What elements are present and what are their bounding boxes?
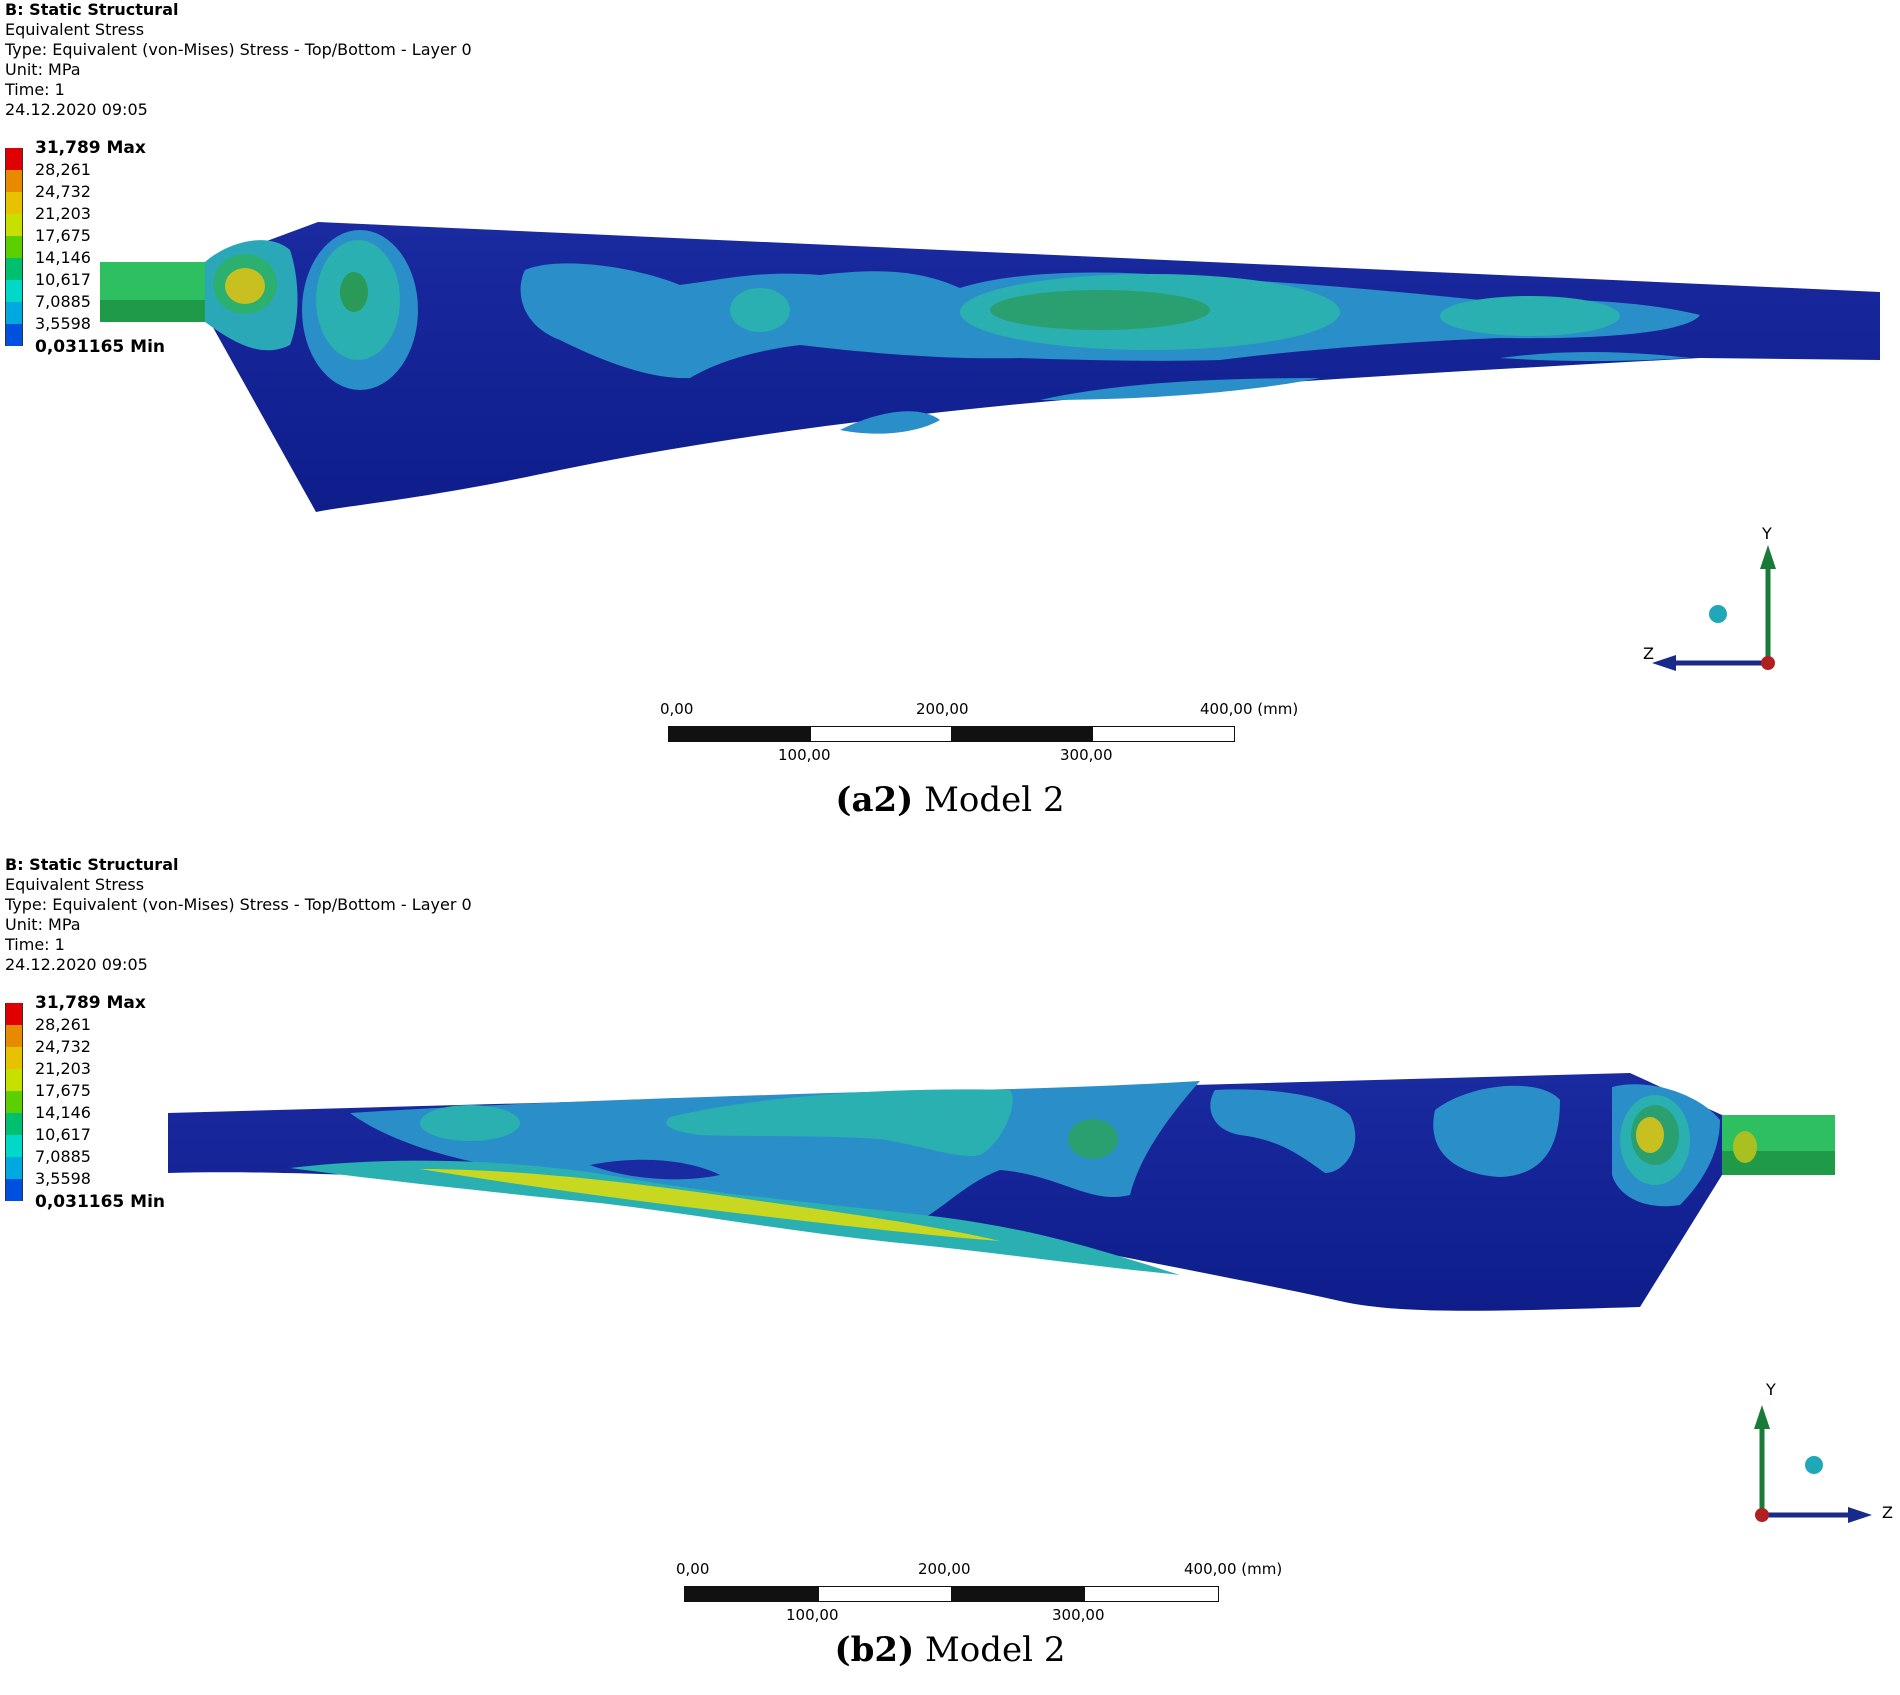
result-name: Equivalent Stress <box>5 875 145 894</box>
legend-swatch <box>5 1157 23 1179</box>
figure-caption: (b2) Model 2 <box>0 1630 1900 1670</box>
legend-min-label: 0,031165 Min <box>35 337 166 357</box>
legend-swatch <box>5 1091 23 1113</box>
legend-level-label: 21,203 <box>35 204 91 223</box>
stress-region <box>1068 1119 1118 1159</box>
axis-z-label: Z <box>1882 1503 1893 1522</box>
legend-swatch <box>5 302 23 324</box>
stress-region <box>1433 1085 1560 1177</box>
stress-region <box>1210 1089 1356 1173</box>
stress-region <box>1440 296 1620 336</box>
result-unit: Unit: MPa <box>5 60 81 79</box>
figure-caption: (a2) Model 2 <box>0 780 1900 820</box>
legend-swatch <box>5 1113 23 1135</box>
legend-min-label: 0,031165 Min <box>35 1192 166 1212</box>
legend-swatch <box>5 1025 23 1047</box>
stress-hotspot <box>1733 1131 1757 1163</box>
scale-tick-300: 300,00 <box>1052 1606 1105 1624</box>
result-type: Type: Equivalent (von-Mises) Stress - To… <box>5 40 472 59</box>
scale-tick-400: 400,00 (mm) <box>1184 1560 1283 1578</box>
result-panel-a: B: Static Structural Equivalent Stress T… <box>0 0 1900 840</box>
legend-level-label: 3,5598 <box>35 314 91 333</box>
stress-region <box>666 1089 1013 1157</box>
legend-swatch <box>5 324 23 346</box>
result-title: B: Static Structural <box>5 0 179 19</box>
axis-triad[interactable] <box>1740 1385 1890 1545</box>
legend-swatch <box>5 1135 23 1157</box>
stress-region <box>990 290 1210 330</box>
legend-level-label: 7,0885 <box>35 292 91 311</box>
legend-level-label: 24,732 <box>35 1037 91 1056</box>
scale-tick-100: 100,00 <box>778 746 831 764</box>
axis-triad[interactable] <box>1640 525 1790 685</box>
stress-region <box>1500 352 1690 361</box>
stress-edge-strip <box>290 1160 1180 1275</box>
stress-hotspot-core <box>225 268 265 304</box>
legend-level-label: 3,5598 <box>35 1169 91 1188</box>
result-type: Type: Equivalent (von-Mises) Stress - To… <box>5 895 472 914</box>
stress-region <box>730 288 790 332</box>
caption-text: Model 2 <box>913 780 1065 820</box>
stress-region <box>1040 378 1320 400</box>
result-unit: Unit: MPa <box>5 915 81 934</box>
legend-swatch <box>5 1003 23 1025</box>
result-date: 24.12.2020 09:05 <box>5 100 148 119</box>
axis-z-label: Z <box>1643 644 1654 663</box>
result-header: B: Static Structural Equivalent Stress T… <box>5 0 472 120</box>
legend-level-label: 24,732 <box>35 182 91 201</box>
stress-region <box>340 272 368 312</box>
caption-tag: (a2) <box>835 780 914 820</box>
legend-level-label: 14,146 <box>35 248 91 267</box>
legend-swatch <box>5 280 23 302</box>
legend-max-label: 31,789 Max <box>35 993 146 1013</box>
result-header: B: Static Structural Equivalent Stress T… <box>5 855 472 975</box>
scale-tick-100: 100,00 <box>786 1606 839 1624</box>
scale-tick-0: 0,00 <box>676 1560 710 1578</box>
result-panel-b: B: Static Structural Equivalent Stress T… <box>0 855 1900 1695</box>
legend-level-label: 10,617 <box>35 1125 91 1144</box>
caption-tag: (b2) <box>834 1630 915 1670</box>
result-date: 24.12.2020 09:05 <box>5 955 148 974</box>
legend-level-label: 17,675 <box>35 226 91 245</box>
legend-level-label: 14,146 <box>35 1103 91 1122</box>
legend-swatch <box>5 1047 23 1069</box>
result-title: B: Static Structural <box>5 855 179 874</box>
legend-level-label: 21,203 <box>35 1059 91 1078</box>
legend-swatch <box>5 170 23 192</box>
blade-contour-plot-b[interactable] <box>0 855 1900 1415</box>
scale-tick-400: 400,00 (mm) <box>1200 700 1299 718</box>
result-time: Time: 1 <box>5 935 65 954</box>
legend-level-label: 10,617 <box>35 270 91 289</box>
legend-level-label: 28,261 <box>35 160 91 179</box>
scale-tick-200: 200,00 <box>916 700 969 718</box>
legend-swatch <box>5 148 23 170</box>
legend-max-label: 31,789 Max <box>35 138 146 158</box>
scale-tick-300: 300,00 <box>1060 746 1113 764</box>
caption-text: Model 2 <box>914 1630 1066 1670</box>
scale-tick-200: 200,00 <box>918 1560 971 1578</box>
stress-region <box>590 1159 720 1180</box>
scale-bar: 0,00 200,00 400,00 (mm) 100,00 300,00 <box>660 700 1360 770</box>
legend-level-label: 28,261 <box>35 1015 91 1034</box>
result-time: Time: 1 <box>5 80 65 99</box>
scale-bar: 0,00 200,00 400,00 (mm) 100,00 300,00 <box>676 1560 1376 1630</box>
legend-swatch <box>5 258 23 280</box>
legend-swatch <box>5 192 23 214</box>
blade-body <box>210 222 1880 512</box>
legend-swatch <box>5 1069 23 1091</box>
legend-level-label: 17,675 <box>35 1081 91 1100</box>
legend-swatch <box>5 1179 23 1201</box>
legend-swatch <box>5 214 23 236</box>
legend-swatch <box>5 236 23 258</box>
scale-tick-0: 0,00 <box>660 700 694 718</box>
legend-level-label: 7,0885 <box>35 1147 91 1166</box>
result-name: Equivalent Stress <box>5 20 145 39</box>
stress-region <box>420 1105 520 1141</box>
stress-edge-strip <box>420 1169 1000 1241</box>
stress-region <box>840 411 940 434</box>
axis-y-label: Y <box>1762 524 1772 543</box>
axis-y-label: Y <box>1766 1380 1776 1399</box>
stress-hotspot-core <box>1636 1117 1664 1153</box>
blade-contour-plot-a[interactable] <box>0 0 1900 560</box>
